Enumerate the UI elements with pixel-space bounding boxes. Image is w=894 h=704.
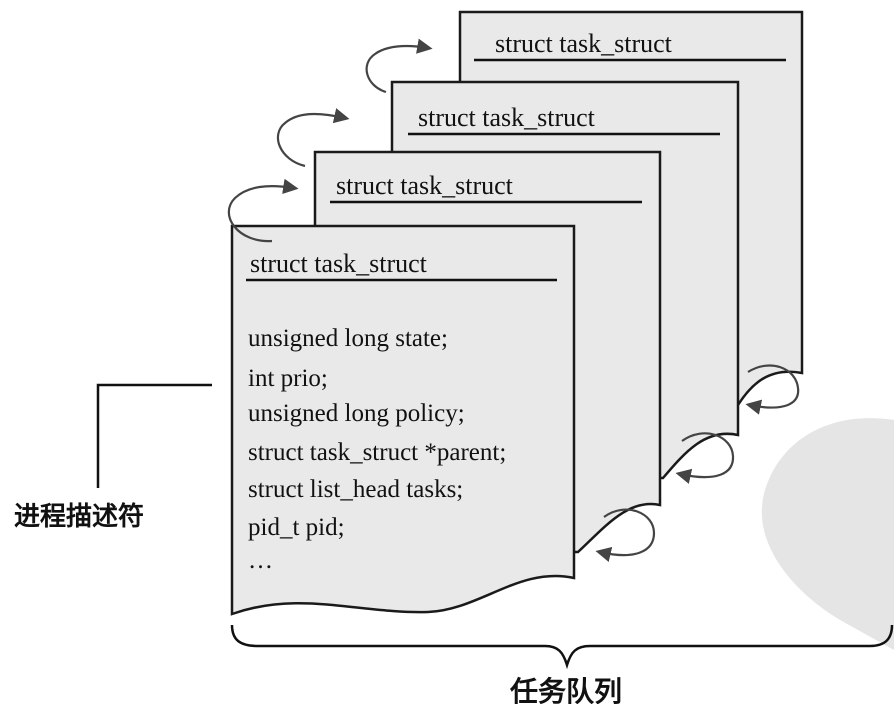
card-4-title: struct task_struct bbox=[495, 29, 673, 58]
field-pid: pid_t pid; bbox=[248, 514, 345, 541]
watermark bbox=[761, 418, 894, 650]
next-arrow-3 bbox=[365, 38, 433, 94]
descriptor-callout: 进程描述符 bbox=[14, 383, 212, 532]
prev-arrows bbox=[595, 364, 800, 562]
next-arrow-2 bbox=[276, 108, 350, 168]
next-arrows bbox=[227, 38, 433, 243]
field-state: unsigned long state; bbox=[248, 325, 448, 352]
prev-arrow-3 bbox=[595, 508, 656, 562]
prev-arrow-2 bbox=[675, 432, 735, 484]
field-parent: struct task_struct *parent; bbox=[248, 439, 506, 466]
field-tasks: struct list_head tasks; bbox=[248, 476, 463, 503]
field-prio: int prio; bbox=[248, 365, 328, 392]
card-2-title: struct task_struct bbox=[336, 171, 514, 200]
card-3-title: struct task_struct bbox=[418, 103, 596, 132]
card-1-fields: unsigned long state; int prio; unsigned … bbox=[248, 325, 506, 574]
task-queue-label: 任务队列 bbox=[509, 675, 622, 704]
task-queue-brace: 任务队列 bbox=[230, 624, 894, 704]
prev-arrow-1 bbox=[745, 364, 800, 415]
descriptor-label: 进程描述符 bbox=[14, 501, 144, 532]
task-struct-card-1: struct task_struct unsigned long state; … bbox=[230, 224, 576, 616]
field-policy: unsigned long policy; bbox=[248, 400, 465, 427]
card-1-title: struct task_struct bbox=[250, 249, 428, 278]
next-arrow-1 bbox=[227, 178, 299, 243]
field-ellipsis: … bbox=[248, 547, 273, 574]
